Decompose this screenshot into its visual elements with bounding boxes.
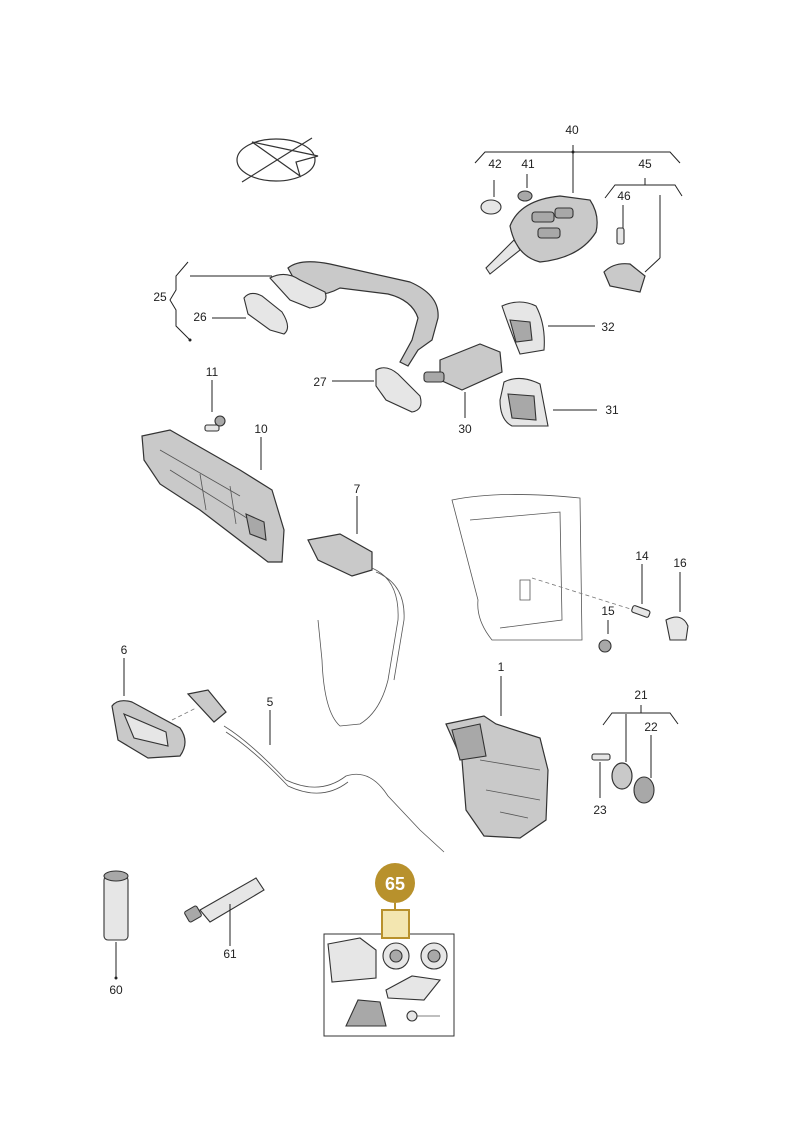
cap-32 (501, 301, 595, 355)
key-screw-46 (616, 205, 625, 245)
door-frame-inset (451, 494, 641, 641)
inner-handle-6 (111, 658, 197, 759)
spray-can-60 (103, 870, 129, 980)
cover-22 (633, 735, 655, 804)
seal-27 (332, 367, 422, 413)
callout-15: 15 (601, 604, 615, 618)
screw-23 (591, 753, 611, 798)
cable-5 (186, 689, 445, 853)
key-cap-42 (480, 180, 502, 215)
callout-16: 16 (673, 556, 687, 570)
callout-10: 10 (254, 422, 268, 436)
callout-45: 45 (638, 157, 652, 171)
screw-15 (598, 620, 612, 653)
callout-22: 22 (644, 720, 658, 734)
callout-14: 14 (635, 549, 649, 563)
callout-30: 30 (458, 422, 472, 436)
cap-31 (499, 377, 597, 427)
callout-6: 6 (121, 643, 128, 657)
cap-16 (665, 572, 689, 641)
callout-25: 25 (153, 290, 167, 304)
callout-40: 40 (565, 123, 579, 137)
callout-60: 60 (109, 983, 123, 997)
bracket-25 (169, 261, 272, 342)
callout-1: 1 (498, 660, 505, 674)
callout-31: 31 (605, 403, 619, 417)
callout-42: 42 (488, 157, 502, 171)
callout-46: 46 (617, 189, 631, 203)
callout-61: 61 (223, 947, 237, 961)
callout-5: 5 (267, 695, 274, 709)
callout-27: 27 (313, 375, 327, 389)
callout-65: 65 (385, 874, 405, 894)
key-battery-41 (517, 174, 533, 202)
remote-key-fob (485, 195, 598, 275)
callout-32: 32 (601, 320, 615, 334)
callout-21: 21 (634, 688, 648, 702)
bowden-cable-7 (307, 496, 405, 727)
direction-arrow-icon (236, 137, 319, 183)
callout-7: 7 (354, 482, 361, 496)
screw-11 (204, 380, 226, 432)
door-lock-1 (445, 676, 549, 839)
key-bracket-45 (604, 178, 683, 199)
callout-41: 41 (521, 157, 535, 171)
repair-kit-65 (323, 933, 455, 1037)
striker-bolt-14 (631, 564, 651, 618)
callout-23: 23 (593, 803, 607, 817)
bracket-21 (602, 705, 679, 726)
handle-carrier-10 (141, 429, 285, 563)
key-bracket-40 (474, 145, 681, 193)
part-number-badge-65 (375, 863, 415, 939)
outer-door-handle (269, 261, 439, 367)
lock-cylinder-30 (423, 343, 503, 418)
handle-gasket-26 (243, 292, 289, 335)
callout-11: 11 (206, 365, 219, 379)
seal-plate (611, 714, 633, 790)
grease-tube-61 (184, 877, 265, 946)
callout-26: 26 (193, 310, 207, 324)
key-blade-holder-45 (603, 195, 661, 293)
